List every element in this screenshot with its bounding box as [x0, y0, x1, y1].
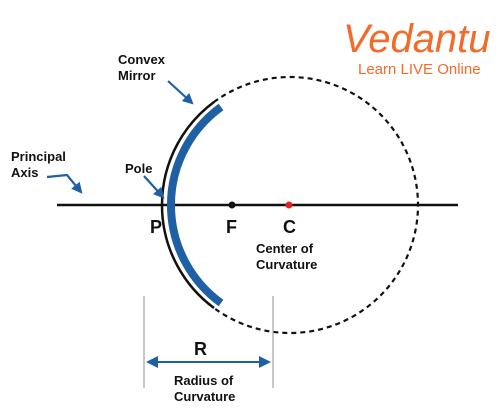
curvature-circle-dashed: [213, 75, 420, 335]
radius-of-curvature-label-1: Radius of: [174, 373, 234, 388]
center-of-curvature-label-1: Center of: [256, 241, 314, 256]
radius-arrow: [146, 356, 271, 368]
vedantu-logo: Vedantu Learn LIVE Online: [343, 17, 491, 78]
mirror-outline: [160, 100, 215, 310]
principal-axis-label-2: Axis: [11, 165, 38, 180]
radius-symbol-label: R: [194, 339, 207, 359]
focus-point: [228, 201, 236, 209]
convex-mirror-arrow: [167, 80, 194, 105]
point-f-label: F: [226, 217, 237, 237]
pole-label: Pole: [125, 161, 152, 176]
pole-arrow: [143, 175, 165, 199]
point-c-label: C: [283, 217, 296, 237]
convex-mirror-label-2: Mirror: [118, 68, 156, 83]
center-point: [285, 201, 293, 209]
convex-mirror-label-1: Convex: [118, 52, 166, 67]
radius-of-curvature-label-2: Curvature: [174, 389, 235, 404]
point-p-label: P: [150, 217, 162, 237]
principal-axis-label-1: Principal: [11, 149, 66, 164]
brand-tagline: Learn LIVE Online: [358, 61, 481, 78]
convex-mirror-surface: [167, 103, 224, 307]
principal-axis-arrow: [46, 173, 83, 194]
brand-name: Vedantu: [343, 17, 491, 61]
center-of-curvature-label-2: Curvature: [256, 257, 317, 272]
